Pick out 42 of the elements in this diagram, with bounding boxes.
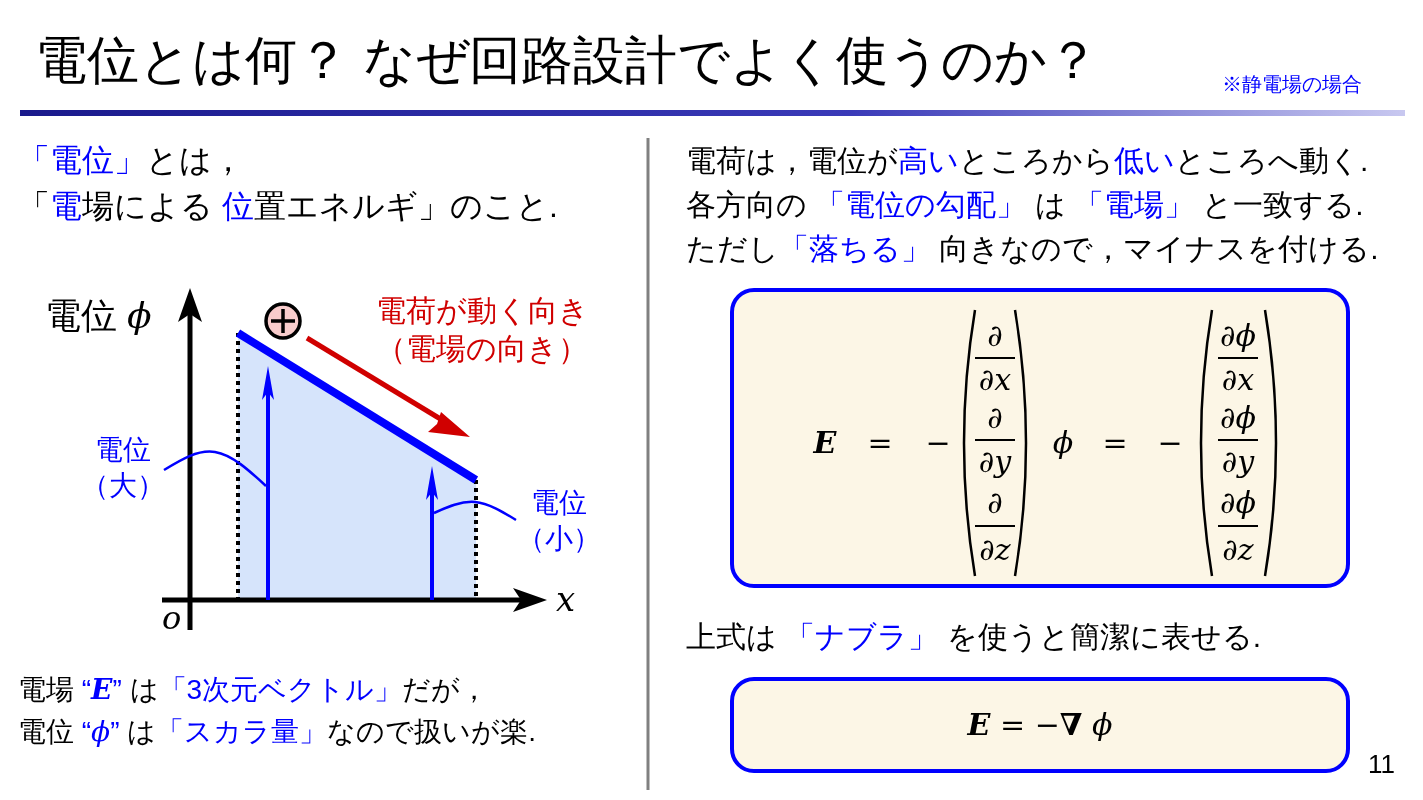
- body-text: 「電位」とは，: [18, 141, 244, 180]
- body-text: 電荷は，電位が高いところから低いところへ動く.: [686, 143, 1369, 179]
- formula-term: ∂ϕ: [1220, 321, 1256, 351]
- axis-label: o: [162, 598, 182, 638]
- body-text: ただし「落ちる」 向きなので，マイナスを付ける.: [686, 231, 1379, 267]
- formula-term: =: [867, 428, 893, 458]
- formula-term: E: [813, 428, 837, 458]
- formula-term: −: [925, 428, 951, 458]
- formula-term: =: [1102, 428, 1128, 458]
- slide-title: 電位とは何？ なぜ回路設計でよく使うのか？: [35, 30, 1100, 91]
- formula-term: ∂: [987, 321, 1003, 351]
- formula-term: ∂x: [1221, 365, 1255, 395]
- potential-arrow: [262, 366, 274, 600]
- note: ※静電場の場合: [1222, 72, 1362, 97]
- formula-term: ∂ϕ: [1220, 403, 1256, 433]
- page-number: 11: [1368, 748, 1395, 781]
- formula-term: ∂x: [978, 365, 1012, 395]
- formula-term: ∂ϕ: [1220, 488, 1256, 518]
- formula-term: ϕ: [1052, 428, 1074, 458]
- body-text: 各方向の 「電位の勾配」 は 「電場」 と一致する.: [686, 187, 1364, 223]
- formula-box: [730, 677, 1350, 773]
- callout-label: 電位（小）: [516, 485, 603, 565]
- formula-term: ∂y: [978, 447, 1012, 477]
- leader-line: [163, 450, 267, 487]
- formula-term: ∂: [987, 403, 1003, 433]
- direction-label: 電荷が動く向き（電場の向き）: [374, 293, 590, 367]
- axis-label: 電位 ϕ: [45, 294, 152, 338]
- formula-term: ∂z: [1222, 535, 1254, 565]
- body-text: 上式は 「ナブラ」 を使うと簡潔に表せる.: [686, 619, 1261, 655]
- body-text: 電位 “ϕ” は「スカラ量」なので扱いが楽.: [18, 714, 537, 749]
- formula-box: [730, 288, 1350, 588]
- formula-term: ∂z: [979, 535, 1011, 565]
- formula-term: −: [1157, 428, 1183, 458]
- callout-label: 電位（大）: [80, 432, 167, 512]
- body-text: 電場 “E” は「3次元ベクトル」だが，: [18, 672, 489, 707]
- axis-label: x: [556, 578, 576, 621]
- leader-line: [433, 500, 517, 522]
- formula-text: E = −∇ ϕ: [967, 710, 1113, 740]
- formula-term: ∂y: [1221, 447, 1255, 477]
- formula-term: ∂: [987, 488, 1003, 518]
- body-text: 「電場による 位置エネルギ」のこと.: [18, 187, 558, 226]
- potential-arrow: [426, 466, 438, 600]
